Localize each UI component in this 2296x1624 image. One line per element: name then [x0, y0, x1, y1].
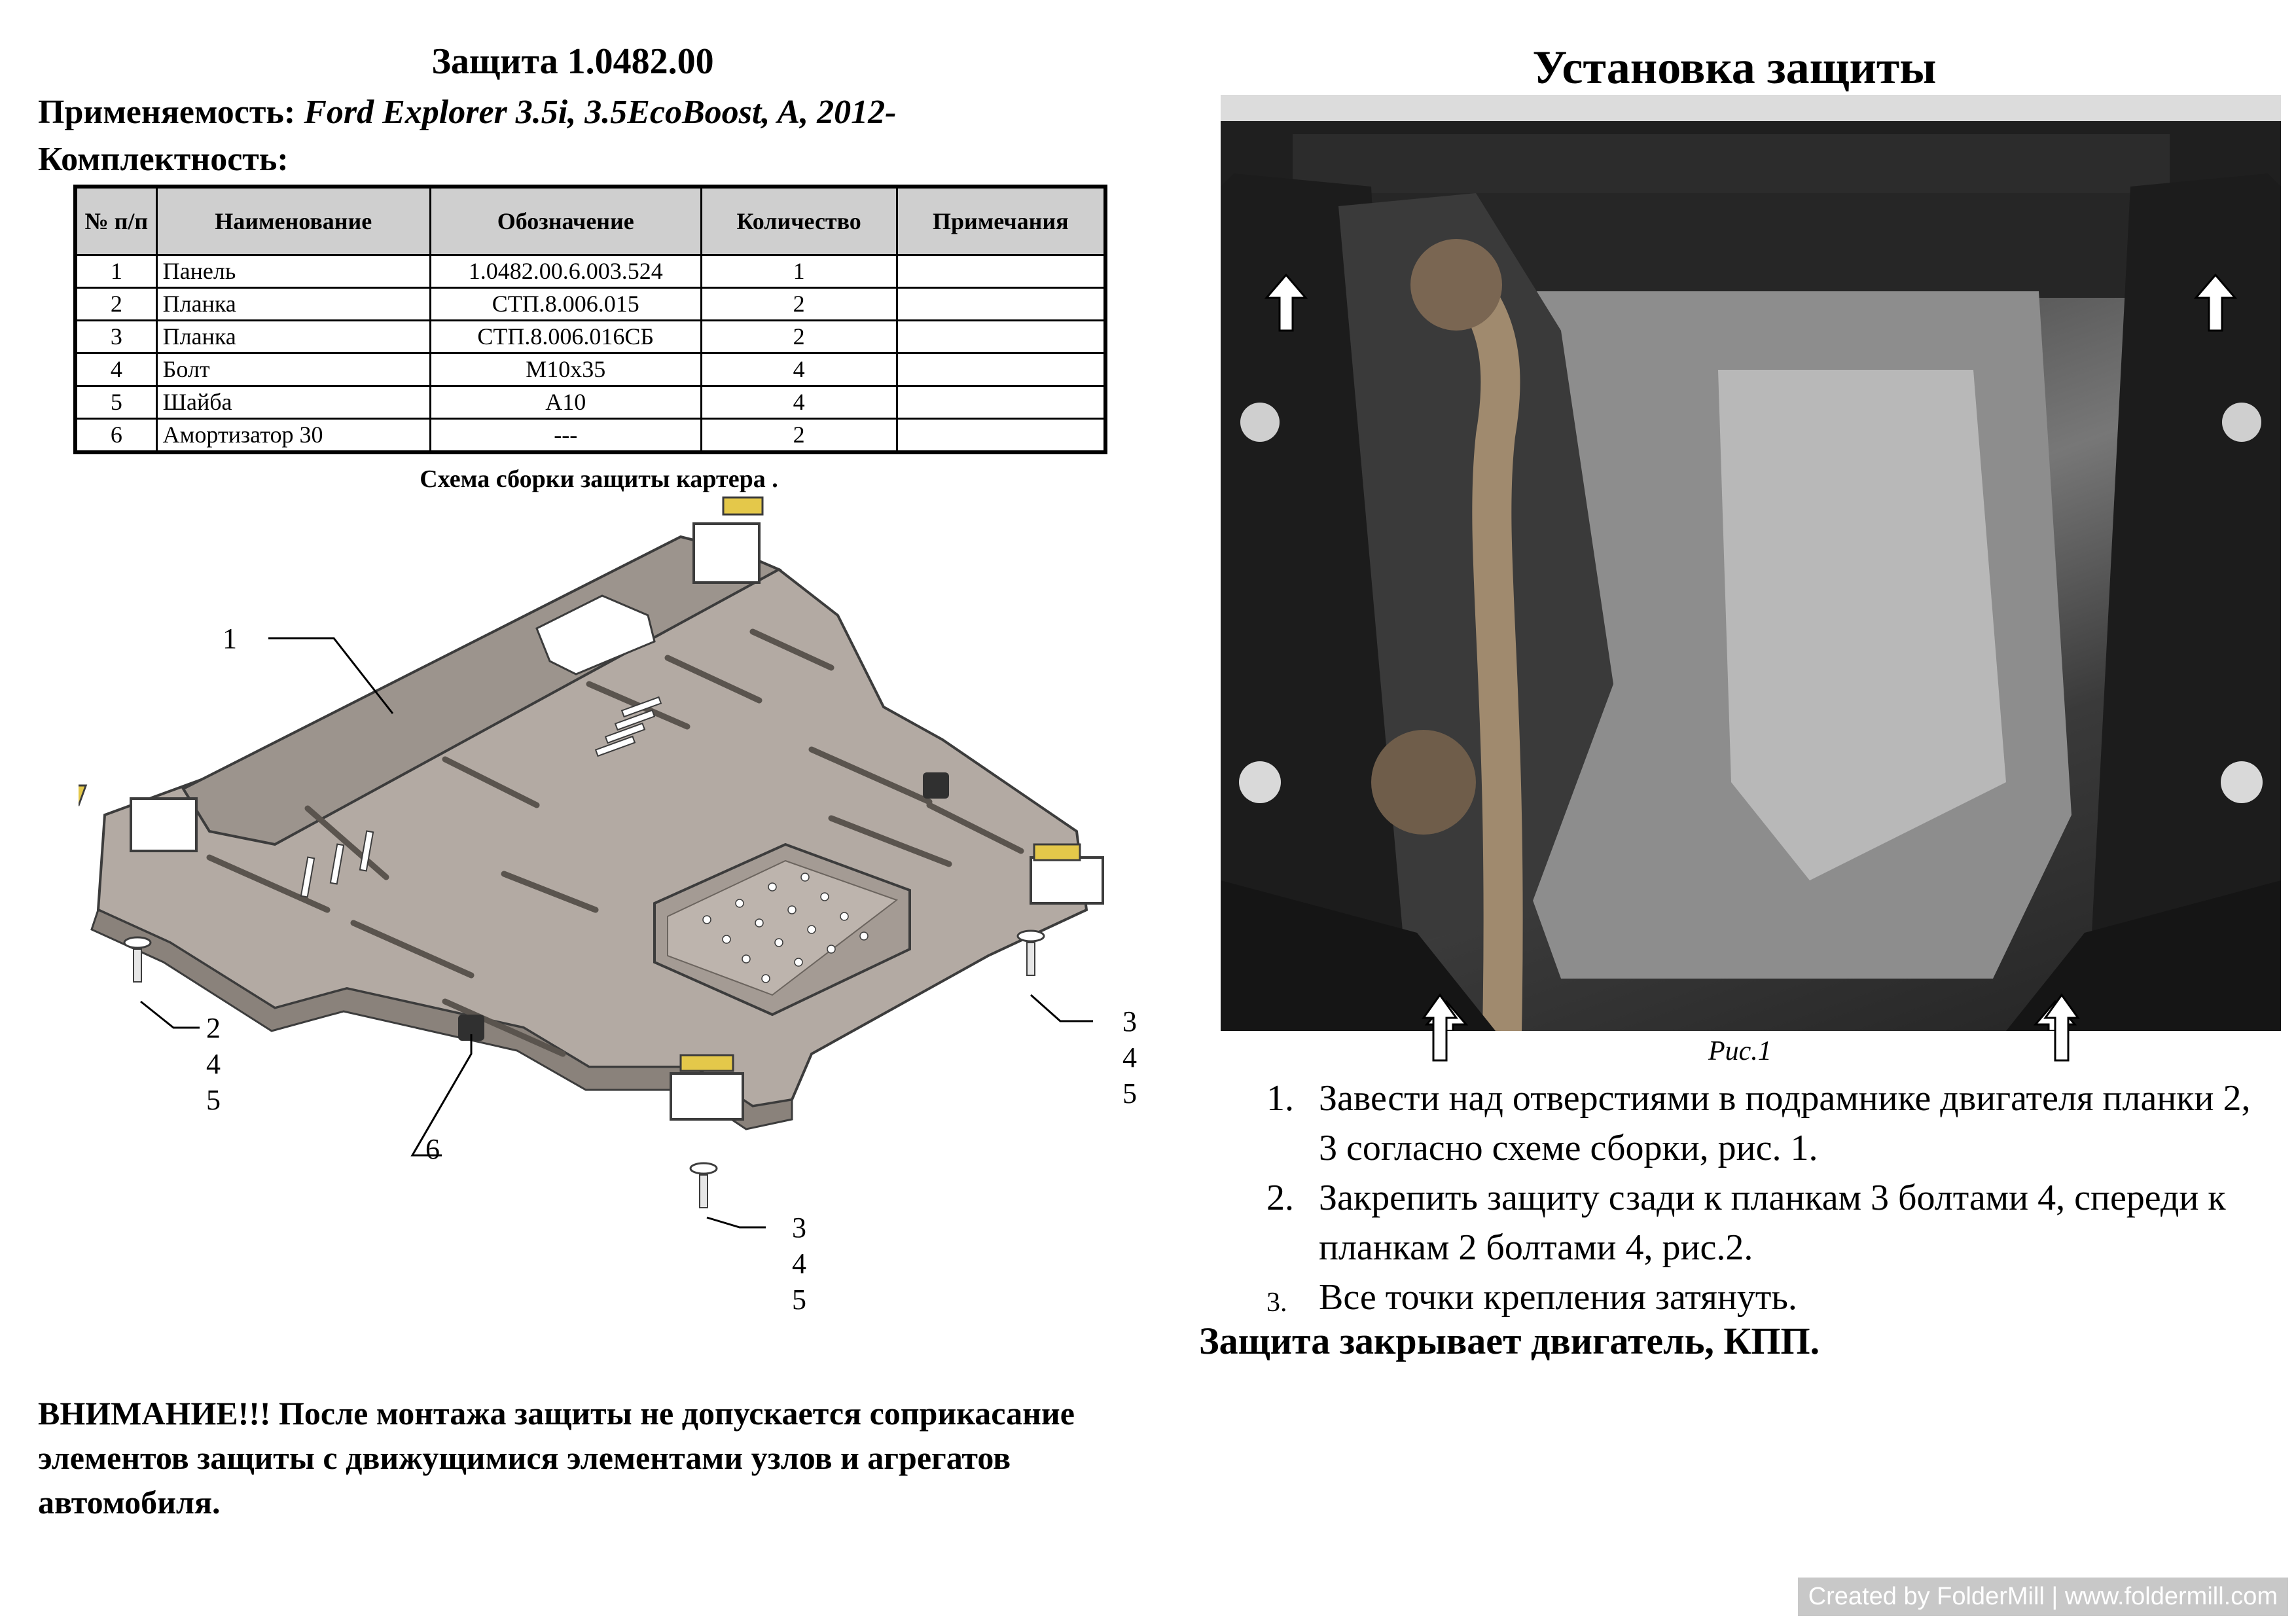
callout-1: 1 [223, 623, 237, 655]
coverage-summary: Защита закрывает двигатель, КПП. [1199, 1320, 1820, 1362]
callout-3-right: 3 [1122, 1005, 1137, 1038]
install-steps: 1. Завести над отверстиями в подрамнике … [1266, 1074, 2274, 1322]
callout-4: 4 [206, 1048, 221, 1080]
cell: 2 [700, 418, 898, 454]
cell [895, 254, 1107, 289]
cell: Шайба [155, 385, 431, 420]
callout-5-right: 5 [1122, 1077, 1137, 1110]
bolt-left [123, 936, 152, 983]
cell [895, 418, 1107, 454]
step-number: 3. [1266, 1288, 1287, 1318]
cell: Амортизатор 30 [155, 418, 431, 454]
cell [895, 352, 1107, 387]
bolt-right [1016, 929, 1045, 976]
step-text: Закрепить защиту сзади к планкам 3 болта… [1319, 1178, 2226, 1268]
col-designation: Обозначение [429, 185, 702, 256]
applicability-value: Ford Explorer 3.5i, 3.5EcoBoost, A, 2012… [304, 94, 897, 131]
table-header-row: № п/п Наименование Обозначение Количеств… [74, 185, 1107, 256]
step-number: 1. [1266, 1078, 1294, 1119]
cell: Болт [155, 352, 431, 387]
table-row: 1 Панель 1.0482.00.6.003.524 1 [74, 254, 1107, 289]
watermark: Created by FolderMill | www.foldermill.c… [1797, 1578, 2288, 1616]
step-text: Завести над отверстиями в подрамнике дви… [1319, 1078, 2251, 1168]
callout-6: 6 [425, 1133, 440, 1165]
cell: 2 [700, 287, 898, 321]
kit-label: Комплектность: [38, 141, 289, 178]
figure-caption: Рис.1 [1708, 1036, 1772, 1066]
doc-title: Защита 1.0482.00 [431, 41, 714, 82]
table-row: 4 Болт М10х35 4 [74, 352, 1107, 387]
step-number: 2. [1266, 1178, 1294, 1218]
absorber-right [923, 772, 949, 799]
list-item: 1. Завести над отверстиями в подрамнике … [1266, 1074, 2274, 1173]
bolt-bottom [689, 1162, 718, 1208]
cell [895, 319, 1107, 354]
applicability-label: Применяемость: [38, 94, 296, 131]
cell: 2 [74, 287, 158, 321]
table-row: 3 Планка СТП.8.006.016СБ 2 [74, 319, 1107, 354]
installation-photo [1221, 95, 2281, 1031]
cell: Планка [155, 319, 431, 354]
table-row: 5 Шайба А10 4 [74, 385, 1107, 420]
cell: 6 [74, 418, 158, 454]
lower-right-arrow-icon [2043, 993, 2080, 1062]
cell [895, 287, 1107, 321]
install-title: Установка защиты [1532, 41, 1937, 94]
table-row: 6 Амортизатор 30 --- 2 [74, 418, 1107, 454]
col-quantity: Количество [700, 185, 898, 256]
cell: 1 [74, 254, 158, 289]
cell: 4 [700, 352, 898, 387]
cell: 2 [700, 319, 898, 354]
table-row: 2 Планка СТП.8.006.015 2 [74, 287, 1107, 321]
cell: 4 [74, 352, 158, 387]
assembly-diagram: 1 2 4 5 6 3 4 5 3 4 5 [79, 496, 1137, 1316]
callout-4-bottom: 4 [792, 1248, 806, 1280]
cell: 1.0482.00.6.003.524 [429, 254, 702, 289]
parts-table: № п/п Наименование Обозначение Количеств… [73, 185, 1107, 454]
front-bracket-center [670, 1054, 744, 1121]
step-text: Все точки крепления затянуть. [1319, 1277, 1797, 1318]
callout-4-right: 4 [1122, 1041, 1137, 1074]
list-item: 2. Закрепить защиту сзади к планкам 3 бо… [1266, 1173, 2274, 1272]
rear-bracket-right [692, 496, 764, 584]
col-name: Наименование [155, 185, 431, 256]
cell: Панель [155, 254, 431, 289]
cell: Планка [155, 287, 431, 321]
cell: СТП.8.006.016СБ [429, 319, 702, 354]
skid-plate-panel [90, 535, 1088, 1130]
applicability-line: Применяемость: Ford Explorer 3.5i, 3.5Ec… [38, 93, 896, 132]
rear-bracket-left [79, 784, 198, 852]
callout-5: 5 [206, 1084, 221, 1116]
assembly-diagram-caption: Схема сборки защиты картера . [420, 465, 778, 493]
list-item: 3. Все точки крепления затянуть. [1266, 1272, 2274, 1322]
col-number: № п/п [74, 185, 158, 256]
cell: 5 [74, 385, 158, 420]
cell: 3 [74, 319, 158, 354]
absorber-front [458, 1015, 484, 1041]
warning-text: ВНИМАНИЕ!!! После монтажа защиты не допу… [38, 1395, 1075, 1521]
cell: --- [429, 418, 702, 454]
callout-2: 2 [206, 1012, 221, 1044]
cell: 1 [700, 254, 898, 289]
cell [895, 385, 1107, 420]
callout-3-bottom: 3 [792, 1212, 806, 1244]
front-bracket-right [1030, 843, 1104, 905]
cell: А10 [429, 385, 702, 420]
col-notes: Примечания [895, 185, 1107, 256]
callout-5-bottom: 5 [792, 1284, 806, 1316]
cell: 4 [700, 385, 898, 420]
cell: М10х35 [429, 352, 702, 387]
lower-left-arrow-icon [1422, 993, 1458, 1062]
cell: СТП.8.006.015 [429, 287, 702, 321]
